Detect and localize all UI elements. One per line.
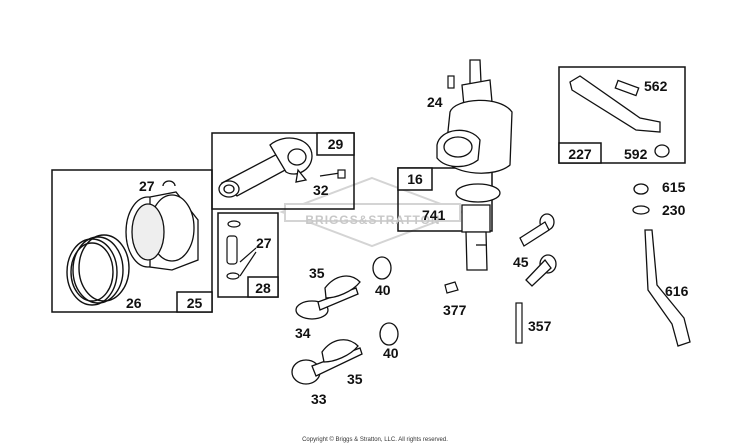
piston-box-label-frame	[176, 291, 213, 313]
part-number-34[interactable]: 34	[295, 325, 311, 341]
pushrod-shape	[515, 302, 523, 344]
flywheel-key-shape	[444, 281, 459, 294]
valve-assembly-upper-shape	[295, 256, 392, 320]
copyright-notice: Copyright © Briggs & Stratton, LLC. All …	[302, 437, 448, 443]
washers-shape	[632, 183, 650, 215]
part-number-616[interactable]: 616	[665, 283, 689, 299]
governor-box	[558, 66, 686, 164]
crankshaft-key-shape	[447, 75, 455, 89]
part-number-592[interactable]: 592	[624, 146, 648, 162]
governor-link-shape	[644, 229, 691, 347]
connecting-rod-box-label-frame	[316, 132, 355, 156]
part-number-33[interactable]: 33	[311, 391, 327, 407]
connecting-rod-shape	[218, 137, 313, 198]
part-number-24[interactable]: 24	[427, 94, 443, 110]
part-number-26[interactable]: 26	[126, 295, 142, 311]
pin-box-label[interactable]: 28	[255, 280, 271, 296]
piston-pin-shape	[226, 220, 257, 280]
part-number-32[interactable]: 32	[313, 182, 329, 198]
crankshaft-shape	[436, 59, 513, 271]
valve-assembly-lower-shape	[291, 322, 399, 385]
part-number-35-lower[interactable]: 35	[347, 371, 363, 387]
piston-box	[51, 169, 213, 313]
rod-bolt-shape	[319, 169, 346, 179]
part-number-741[interactable]: 741	[422, 207, 446, 223]
part-number-357[interactable]: 357	[528, 318, 552, 334]
watermark-text: BRIGGS&STRATTON	[305, 213, 441, 227]
piston-clip-shape	[162, 180, 176, 187]
crankshaft-box-label[interactable]: 16	[407, 171, 423, 187]
part-number-615[interactable]: 615	[662, 179, 686, 195]
part-number-230[interactable]: 230	[662, 202, 686, 218]
governor-lever-shape	[569, 75, 670, 158]
part-number-45[interactable]: 45	[513, 254, 529, 270]
connecting-rod-box	[211, 132, 355, 210]
part-number-35-upper[interactable]: 35	[309, 265, 325, 281]
piston-shape	[125, 191, 199, 271]
part-number-562[interactable]: 562	[644, 78, 668, 94]
piston-box-label[interactable]: 25	[186, 295, 203, 311]
part-number-40-lower[interactable]: 40	[383, 345, 399, 361]
tappets-shape	[519, 213, 557, 287]
connecting-rod-box-label[interactable]: 29	[327, 136, 344, 152]
governor-box-label-frame	[558, 142, 602, 164]
crankshaft-box-label-frame	[397, 167, 433, 191]
part-number-40-upper[interactable]: 40	[375, 282, 391, 298]
part-number-377[interactable]: 377	[443, 302, 467, 318]
governor-box-label[interactable]: 227	[568, 146, 592, 162]
piston-rings-shape	[66, 234, 130, 306]
part-number-27-pin[interactable]: 27	[256, 235, 272, 251]
part-number-27-clip[interactable]: 27	[139, 178, 155, 194]
pin-box-label-frame	[247, 276, 279, 298]
